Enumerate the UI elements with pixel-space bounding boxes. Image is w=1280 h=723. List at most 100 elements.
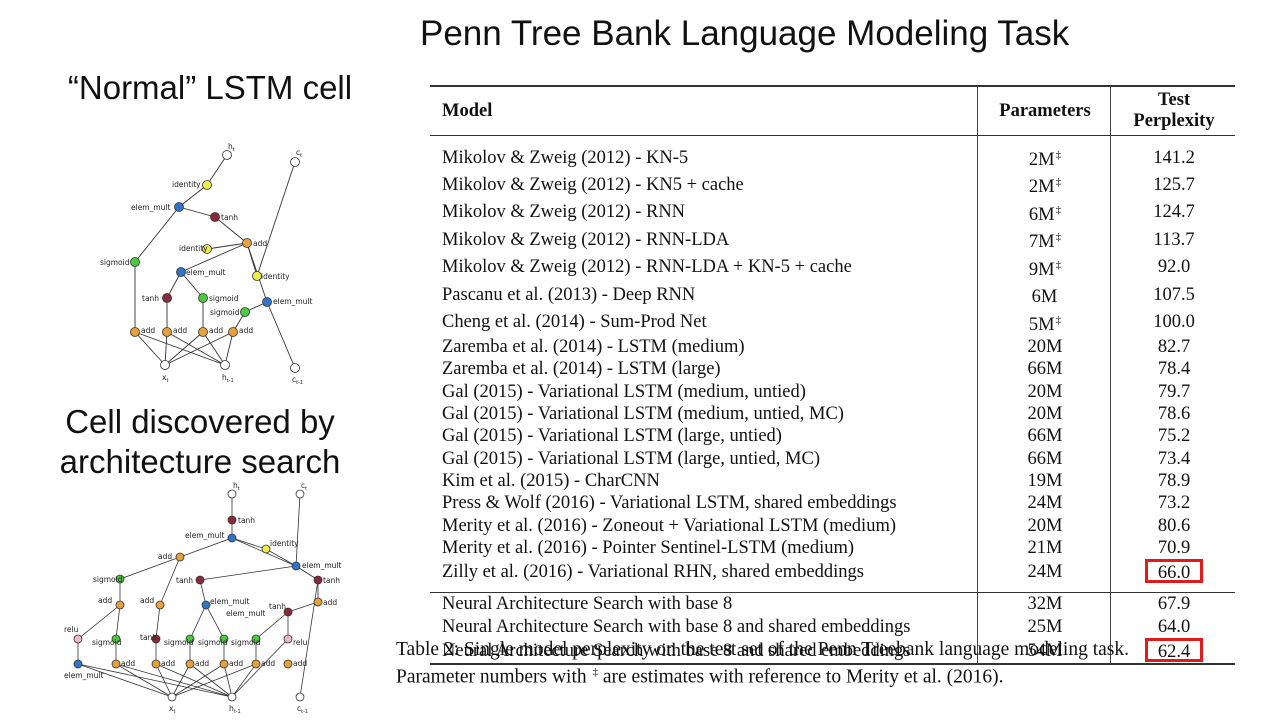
normal-labels: ht ct identity elem_mult tanh identity a… — [100, 142, 313, 386]
slabel-elem-mult-2: elem_mult — [302, 561, 342, 570]
cell-params: 19M — [977, 469, 1111, 493]
slabel-elem-mult-1: elem_mult — [185, 531, 225, 540]
cell-model: Press & Wolf (2016) - Variational LSTM, … — [442, 493, 897, 514]
node-x-t — [160, 360, 170, 370]
label-c-prev: c — [292, 375, 296, 384]
snode-tanh-2 — [195, 575, 205, 585]
svg-text:xt: xt — [169, 704, 175, 715]
svg-text:ct-1: ct-1 — [297, 704, 308, 715]
slabel-add-2: add — [98, 596, 112, 605]
search-nodes — [73, 489, 323, 702]
node-identity-right — [252, 271, 262, 281]
cell-params: 32M — [977, 592, 1111, 616]
results-table-wrap: Model Parameters Test Perplexity Mikolov… — [430, 85, 1236, 666]
cell-ppl: 124.7 — [1153, 202, 1195, 223]
table-row: Merity et al. (2016) - Pointer Sentinel-… — [430, 536, 1235, 560]
slabel-relu-2: relu — [293, 638, 308, 647]
cell-model: Neural Architecture Search with base 8 a… — [442, 616, 911, 637]
cell-model: Gal (2015) - Variational LSTM (large, un… — [442, 426, 782, 447]
label-tanh-top: tanh — [221, 213, 238, 222]
cell-ppl: 66.0 — [1111, 559, 1236, 584]
slabel-add-1: add — [158, 552, 172, 561]
node-c-t — [290, 157, 300, 167]
cell-ppl: 73.2 — [1157, 493, 1191, 514]
label-c-t-sub: t — [300, 153, 302, 159]
search-cell-diagram: ht ct tanh elem_mult identity add elem_m… — [60, 481, 370, 718]
cell-params: 24M — [977, 559, 1111, 585]
table-spacer — [430, 584, 1235, 593]
snode-sigmoid-1 — [115, 574, 125, 584]
slabel-tanh-5: tanh — [140, 633, 157, 642]
snode-relu-1 — [73, 634, 83, 644]
slabel-tanh-4: tanh — [269, 602, 286, 611]
cell-model: Mikolov & Zweig (2012) - RNN-LDA — [442, 229, 730, 250]
snode-elem-mult-1 — [227, 533, 237, 543]
label-identity-top: identity — [172, 180, 201, 189]
slabel-c-t: c — [301, 482, 305, 490]
header-ppl: Test Perplexity — [1133, 90, 1215, 131]
snode-tanh-5 — [151, 634, 161, 644]
cell-model: Cheng et al. (2014) - Sum-Prod Net — [442, 312, 707, 333]
search-cell-label: Cell discovered by architecture search — [40, 402, 360, 482]
node-identity-top — [202, 180, 212, 190]
cell-ppl: 75.2 — [1157, 426, 1191, 447]
cell-params: 54M — [977, 638, 1111, 666]
cell-params: 21M — [977, 536, 1111, 560]
table-row: Mikolov & Zweig (2012) - RNN-LDA + KN-5 … — [430, 253, 1235, 282]
table-row: Gal (2015) - Variational LSTM (medium, u… — [430, 380, 1235, 404]
snode-add-3 — [313, 597, 323, 607]
search-cell-graph: ht ct tanh elem_mult identity add elem_m… — [64, 481, 342, 715]
table-row: Zilly et al. (2016) - Variational RHN, s… — [430, 559, 1236, 585]
slabel-add-8: add — [229, 659, 243, 668]
node-h-prev — [220, 360, 230, 370]
label-h-t-sub: t — [233, 147, 235, 153]
cell-model: Mikolov & Zweig (2012) - KN5 + cache — [442, 175, 744, 196]
cell-ppl: 92.0 — [1157, 257, 1191, 278]
label-tanh-low: tanh — [142, 294, 159, 303]
slabel-elem-mult-3: elem_mult — [210, 597, 250, 606]
normal-nodes — [130, 150, 300, 373]
snode-sigmoid-2 — [111, 634, 121, 644]
slabel-h-prev-sub: t-1 — [234, 709, 241, 715]
slabel-c-prev: c — [297, 704, 301, 713]
snode-c-t — [295, 489, 305, 499]
snode-h-prev — [227, 692, 237, 702]
label-identity-mid: identity — [179, 244, 208, 253]
cell-model: Mikolov & Zweig (2012) - RNN-LDA + KN-5 … — [442, 257, 852, 278]
snode-add-6 — [151, 659, 161, 669]
node-tanh-low — [162, 293, 172, 303]
slabel-sigmoid-2: sigmoid — [92, 638, 122, 647]
node-identity-mid — [202, 244, 212, 254]
snode-relu-2 — [283, 634, 293, 644]
svg-text:ht: ht — [228, 142, 235, 153]
cell-model: Kim et al. (2015) - CharCNN — [442, 470, 660, 491]
cell-params: 6M — [977, 281, 1111, 309]
cell-ppl: 113.7 — [1153, 229, 1195, 250]
cell-ppl: 67.9 — [1110, 592, 1235, 616]
node-elem-mult-mid — [176, 267, 186, 277]
label-c-t: c — [296, 148, 300, 157]
cell-ppl: 107.5 — [1153, 284, 1195, 305]
slabel-tanh-3: tanh — [323, 576, 340, 585]
snode-tanh-3 — [313, 575, 323, 585]
node-sigmoid-right — [240, 307, 250, 317]
slabel-add-7: add — [195, 659, 209, 668]
snode-elem-mult-3 — [201, 600, 211, 610]
label-add-mid: add — [253, 239, 267, 248]
table-caption: Table 2: Single model perplexity on the … — [396, 638, 1276, 689]
search-label-line2: architecture search — [59, 443, 341, 480]
search-labels: ht ct tanh elem_mult identity add elem_m… — [64, 481, 342, 715]
snode-sigmoid-4 — [219, 634, 229, 644]
snode-add-1 — [175, 552, 185, 562]
snode-add-10 — [283, 659, 293, 669]
cell-model: Gal (2015) - Variational LSTM (large, un… — [442, 448, 820, 469]
slabel-h-t: h — [233, 482, 238, 490]
normal-lstm-graph: ht ct identity elem_mult tanh identity a… — [100, 142, 313, 386]
node-add-3 — [198, 327, 208, 337]
label-elem-mult-top: elem_mult — [131, 203, 171, 212]
table-row: Press & Wolf (2016) - Variational LSTM, … — [430, 492, 1235, 515]
slabel-relu-1: relu — [64, 625, 79, 634]
label-h-t: h — [228, 142, 233, 151]
